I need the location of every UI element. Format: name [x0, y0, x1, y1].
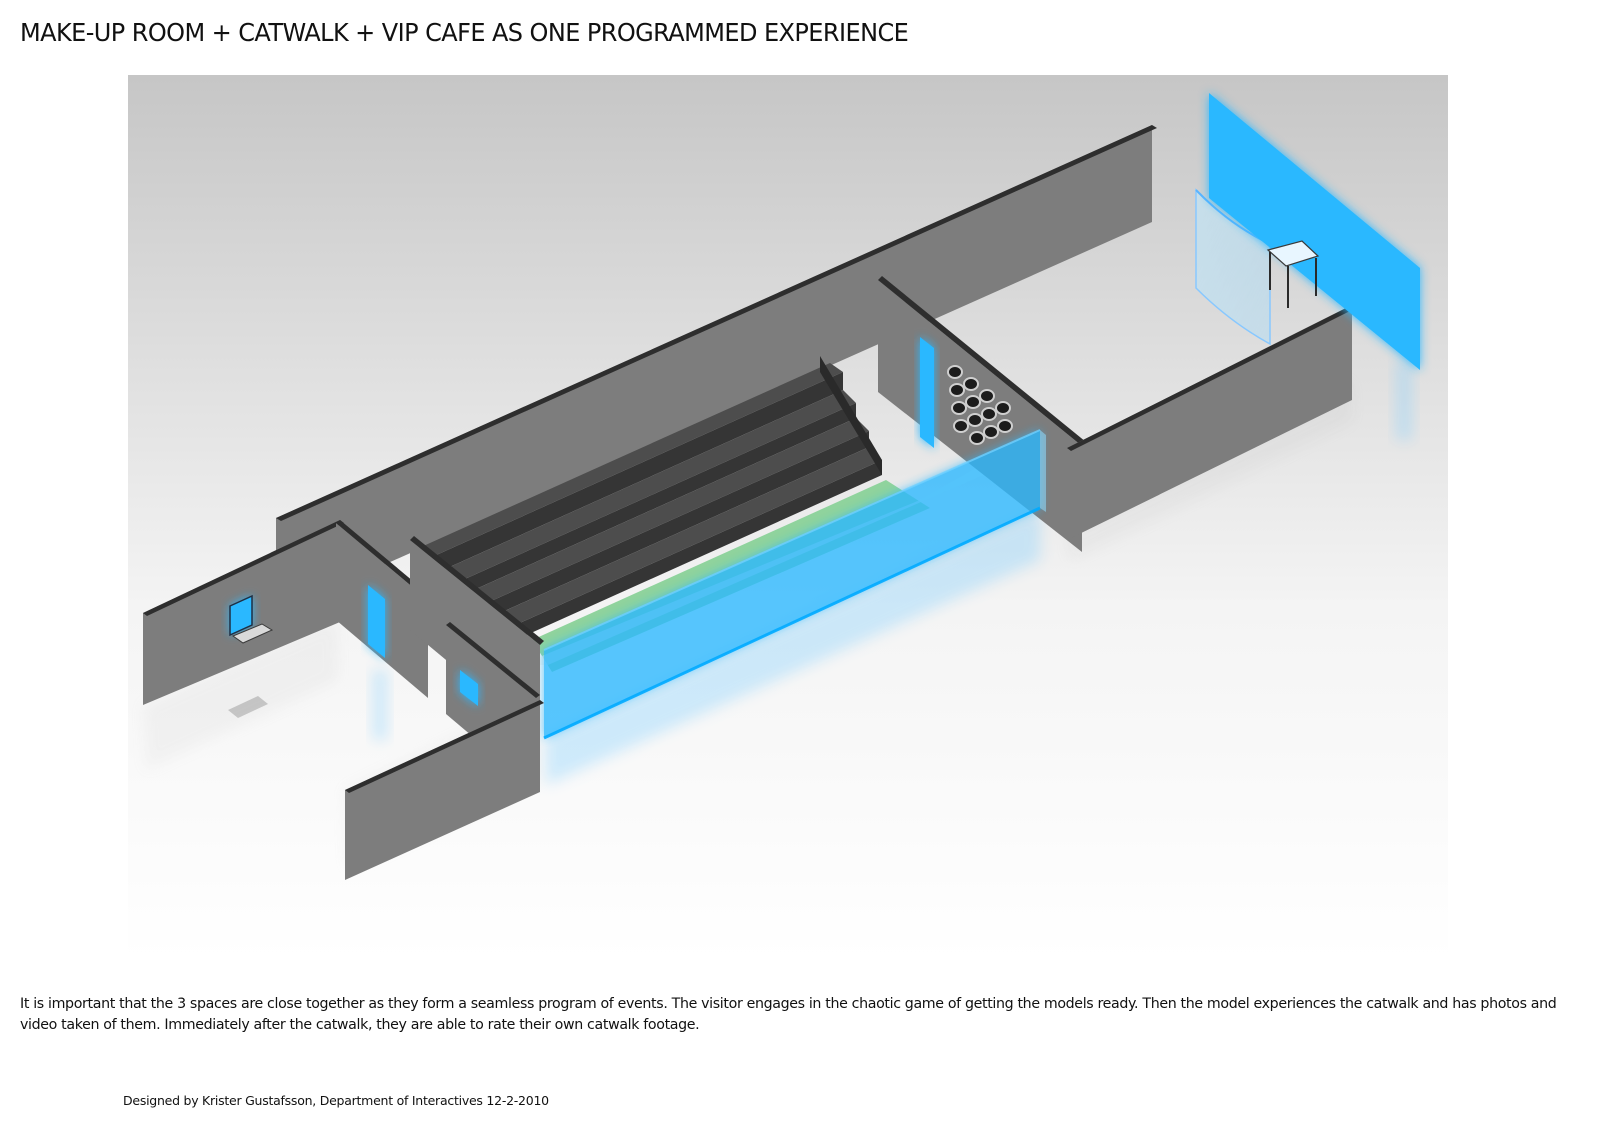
small-room-screen — [460, 670, 478, 706]
vip-cafe-wall — [1067, 305, 1356, 540]
front-lower-wall — [345, 700, 544, 880]
page-title: MAKE-UP ROOM + CATWALK + VIP CAFE AS ONE… — [20, 18, 909, 47]
vip-table — [1266, 240, 1320, 308]
architectural-render — [128, 75, 1448, 961]
back-wall — [276, 125, 1157, 613]
description-text: It is important that the 3 spaces are cl… — [20, 996, 1557, 1033]
catwalk-glass-screen — [543, 429, 1046, 740]
vip-large-screen — [1209, 93, 1420, 370]
audience-chairs — [947, 365, 1013, 445]
designer-credit: Designed by Krister Gustafsson, Departme… — [123, 1093, 549, 1108]
makeup-room-screen — [368, 585, 385, 658]
stepped-seating — [410, 356, 882, 664]
catwalk-screen — [920, 337, 934, 448]
makeup-mirror — [229, 594, 274, 644]
table-reflection — [228, 696, 268, 718]
